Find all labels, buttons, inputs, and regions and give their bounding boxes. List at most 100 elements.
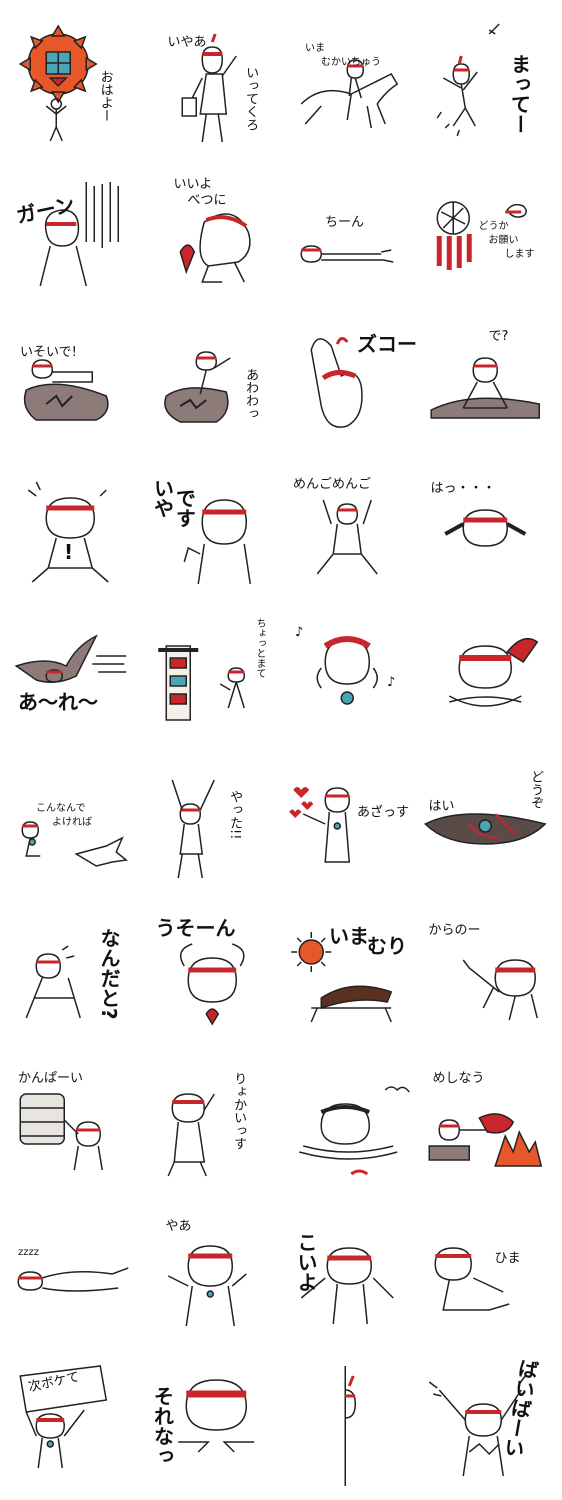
sticker-text: ♪ — [387, 675, 396, 690]
sticker-grid: おはよー いやあ いってくろ いま むかいちゅ — [6, 14, 556, 1494]
sticker-awawa[interactable]: あわわっ — [144, 310, 282, 458]
sticker-ohayo[interactable]: おはよー — [6, 14, 144, 162]
sticker-text: ズコー — [357, 332, 417, 356]
sticker-text: で? — [488, 329, 509, 344]
sticker-text: こいよ — [294, 1232, 318, 1292]
sticker-text: です — [172, 488, 197, 528]
sticker-text: あざっす — [357, 805, 410, 820]
sticker-koiyo[interactable]: こいよ — [281, 1198, 419, 1346]
sticker-peek[interactable] — [281, 1346, 419, 1494]
startled-face-icon — [443, 509, 526, 547]
sticker-text: めしなう — [432, 1071, 485, 1086]
waving-goodbye-person-icon — [428, 1375, 526, 1477]
sticker-arms-crossed[interactable] — [419, 606, 557, 754]
sticker-nandato[interactable]: なんだと? — [6, 902, 144, 1050]
cheering-person-icon — [171, 779, 215, 879]
sticker-text: りょかいっす — [231, 1072, 247, 1150]
bonfire-meat-icon — [428, 1113, 542, 1167]
sticker-text: いま — [305, 43, 325, 54]
sticker-ima-muri[interactable]: いま むり — [281, 902, 419, 1050]
sticker-usoon[interactable]: うそーん — [144, 902, 282, 1050]
toast-can-icon — [19, 1093, 103, 1171]
sticker-text: どうか — [478, 221, 509, 232]
sticker-text: します — [504, 249, 535, 260]
sun-figure-icon — [18, 24, 98, 142]
sticker-sleeping[interactable]: zzzz — [6, 1198, 144, 1346]
bathing-person-icon — [299, 1086, 410, 1176]
sticker-text: いやあ — [167, 35, 207, 50]
sticker-iiyo-betsuni[interactable]: いいよ べつに — [144, 162, 282, 310]
taunting-person-icon — [300, 1247, 394, 1325]
sticker-de[interactable]: で? — [419, 310, 557, 458]
sticker-text: めんごめんご — [293, 477, 372, 492]
sticker-hai-douzo[interactable]: はい どうぞ — [419, 754, 557, 902]
skull-offering-icon — [21, 821, 129, 867]
pointing-both-person-icon — [177, 1379, 254, 1453]
sticker-isoide[interactable]: いそいで! — [6, 310, 144, 458]
sticker-dancing[interactable]: ♪ ♪ — [281, 606, 419, 754]
sticker-bath[interactable] — [281, 1050, 419, 1198]
sticker-text: いそいで! — [20, 345, 77, 360]
sticker-iyadesu[interactable]: いや です — [144, 458, 282, 606]
sticker-iyaa[interactable]: いやあ いってくろ — [144, 14, 282, 162]
sticker-baibai[interactable]: ばいばーい — [419, 1346, 557, 1494]
sticker-text: ひま — [494, 1251, 521, 1266]
sitting-person-icon — [430, 357, 540, 419]
sticker-text: やあ — [165, 1219, 192, 1234]
sticker-ha[interactable]: はっ・・・ — [419, 458, 557, 606]
sticker-exclaim[interactable]: ! — [6, 458, 144, 606]
sticker-meshinau[interactable]: めしなう — [419, 1050, 557, 1198]
sticker-zukoo[interactable]: ズコー — [281, 310, 419, 458]
peeking-person-icon — [344, 1366, 357, 1486]
sticker-matte[interactable]: まってー — [419, 14, 557, 162]
horse-rider-icon — [300, 59, 399, 129]
sticker-aare[interactable]: あ～れ～ — [6, 606, 144, 754]
sitting-angry-person-icon — [25, 945, 81, 1019]
sunbathing-person-icon — [291, 932, 393, 1023]
sticker-text: あ～れ～ — [18, 690, 98, 714]
sticker-tsugi-boke[interactable]: 次ボケて — [6, 1346, 144, 1494]
sticker-text: やった!! — [227, 790, 243, 840]
sticker-text: かんぱーい — [18, 1071, 84, 1086]
sticker-yaa[interactable]: やあ — [144, 1198, 282, 1346]
rider-on-boar-icon — [163, 351, 231, 423]
sticker-text: はい — [428, 799, 455, 814]
totem-pole-icon — [157, 645, 245, 721]
sticker-azassu[interactable]: あざっす — [281, 754, 419, 902]
eagle-carry-icon — [14, 634, 127, 683]
greeting-person-icon — [167, 1245, 247, 1327]
lying-person-icon — [300, 245, 394, 263]
sticker-text: ♪ — [295, 625, 304, 640]
sticker-text: なんだと? — [97, 928, 121, 1020]
shocked-person-icon — [39, 182, 119, 287]
sticker-text: むかいちゅう — [321, 57, 381, 68]
sticker-karano[interactable]: からのー — [419, 902, 557, 1050]
sticker-text: からのー — [428, 923, 481, 938]
sticker-douka[interactable]: どうか お願い します — [419, 162, 557, 310]
sticker-chiin[interactable]: ちーん — [281, 162, 419, 310]
saluting-person-icon — [167, 1093, 215, 1177]
sticker-text: まってー — [507, 54, 532, 134]
sticker-gaan[interactable]: ガーン — [6, 162, 144, 310]
sticker-sorena[interactable]: それなっ — [144, 1346, 282, 1494]
sticker-text: ちーん — [325, 215, 365, 230]
sticker-text: べつに — [187, 193, 227, 208]
sticker-kanpai[interactable]: かんぱーい — [6, 1050, 144, 1198]
sticker-text: あわわっ — [243, 368, 259, 420]
sticker-text: いいよ — [173, 177, 213, 192]
sticker-text: ちょっとまて — [254, 618, 265, 678]
offering-eagle-icon — [423, 813, 547, 845]
sticker-hima[interactable]: ひま — [419, 1198, 557, 1346]
sticker-ima-mukaichu[interactable]: いま むかいちゅう — [281, 14, 419, 162]
lounging-person-icon — [433, 1247, 509, 1311]
sticker-ryokai[interactable]: りょかいっす — [144, 1050, 282, 1198]
sticker-yatta[interactable]: やった!! — [144, 754, 282, 902]
arms-crossed-person-icon — [448, 637, 538, 707]
sticker-chottomate[interactable]: ちょっとまて — [144, 606, 282, 754]
sticker-mengo[interactable]: めんごめんご — [281, 458, 419, 606]
sticker-text: いま — [329, 924, 369, 948]
sticker-konnande[interactable]: こんなんで よければ — [6, 754, 144, 902]
dreamcatcher-icon — [436, 201, 527, 270]
surprised-person-icon — [27, 481, 109, 583]
sticker-text: むり — [367, 934, 407, 958]
